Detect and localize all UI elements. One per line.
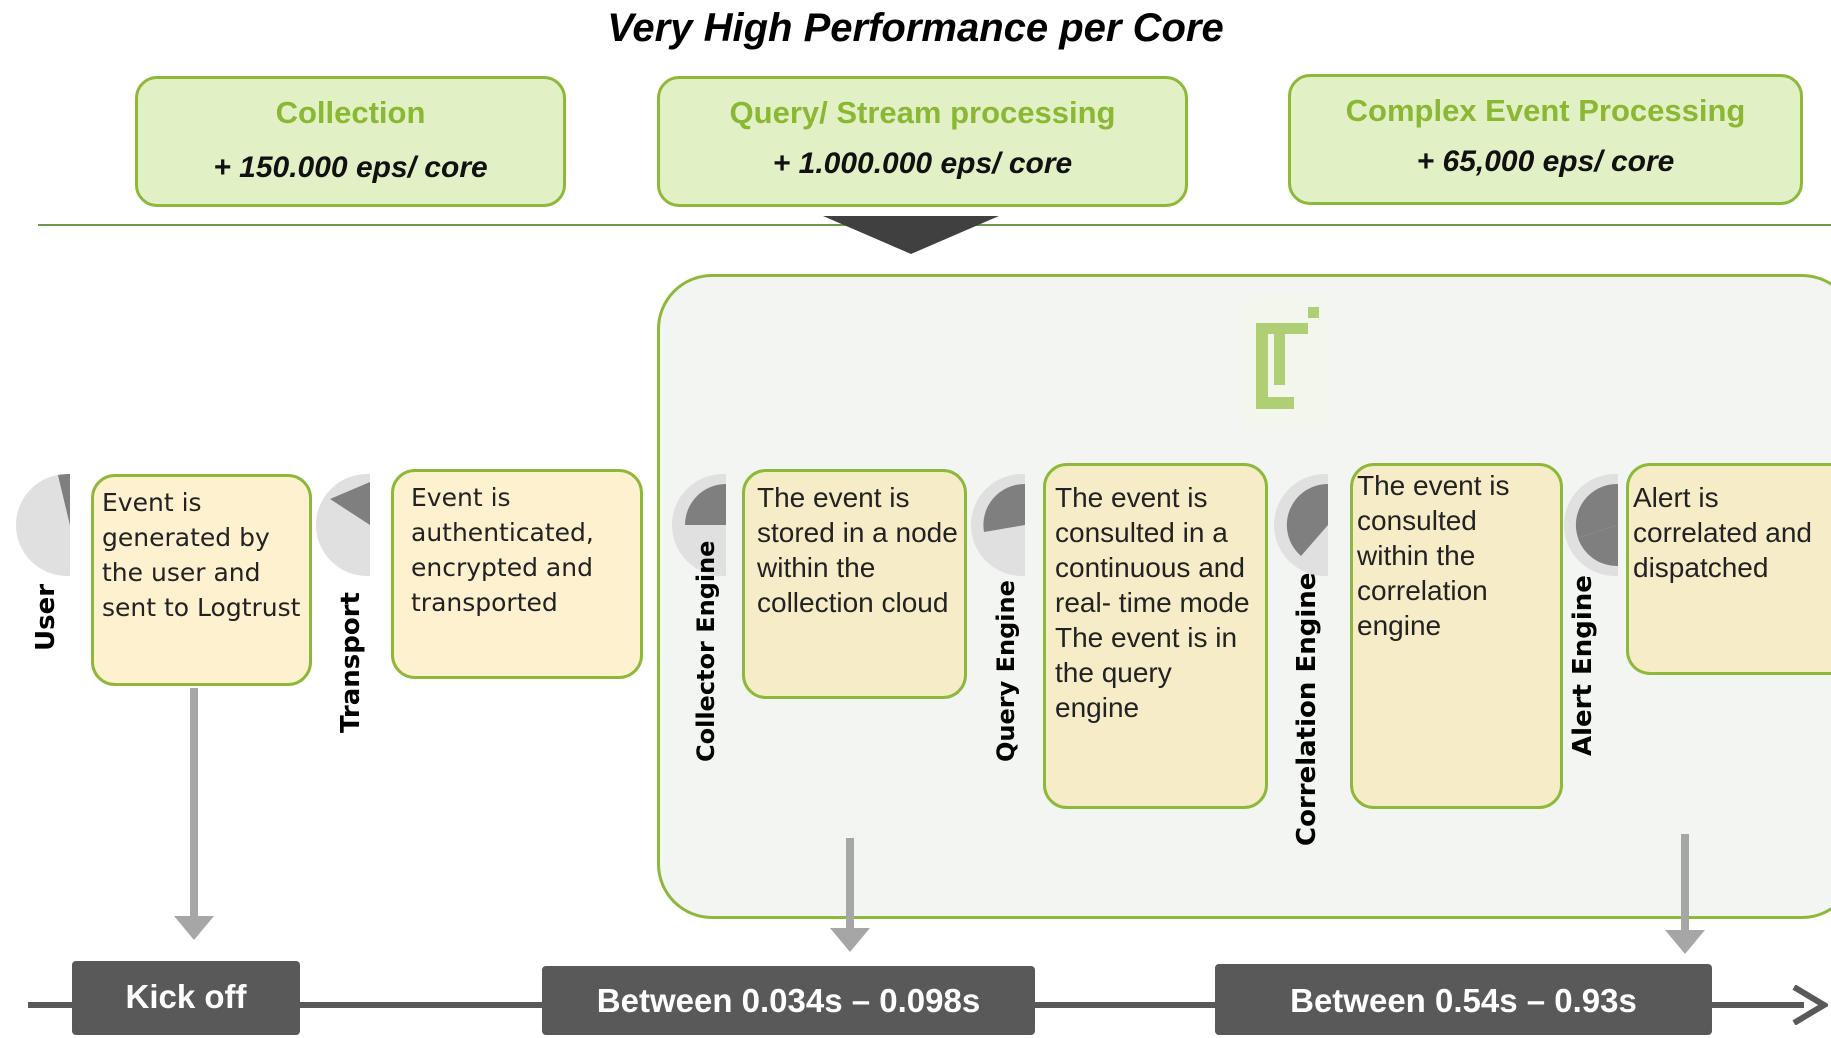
down-arrow-icon [830, 928, 870, 952]
stage-box-query: The event is consulted in a continuous a… [1043, 463, 1268, 809]
timeline-kickoff: Kick off [72, 961, 300, 1035]
timeline-segment [28, 1002, 72, 1008]
phase-rate: + 65,000 eps/ core [1416, 145, 1675, 178]
phase-rate: + 150.000 eps/ core [213, 151, 488, 184]
phase-box-query: Query/ Stream processing + 1.000.000 eps… [657, 76, 1188, 207]
timeline-query-latency: Between 0.034s – 0.098s [542, 966, 1035, 1035]
phase-rate: + 1.000.000 eps/ core [772, 147, 1073, 180]
stage-box-user: Event is generated by the user and sent … [91, 474, 312, 686]
stage-label-transport: Transport [336, 592, 366, 733]
stage-text: The event is consulted within the correl… [1357, 470, 1510, 641]
phase-name: Complex Event Processing [1345, 93, 1746, 128]
stage-text: Event is generated by the user and sent … [102, 488, 301, 622]
timeline-segment [1712, 1002, 1804, 1008]
arrow-shaft [1681, 834, 1689, 932]
phase-box-collection: Collection + 150.000 eps/ core [135, 76, 566, 207]
arrow-shaft [190, 688, 198, 918]
timeline-cep-latency: Between 0.54s – 0.93s [1215, 964, 1712, 1035]
phase-name: Query/ Stream processing [729, 95, 1116, 130]
timeline-segment [300, 1002, 542, 1008]
down-chevron-icon [823, 216, 999, 254]
timeline-arrowhead-icon [1792, 985, 1828, 1025]
progress-pie-icon [316, 474, 370, 576]
phase-box-cep: Complex Event Processing + 65,000 eps/ c… [1288, 74, 1803, 205]
phase-name: Collection [275, 95, 426, 130]
stage-text: The event is consulted in a continuous a… [1055, 482, 1250, 723]
down-arrow-icon [1665, 930, 1705, 954]
progress-pie-icon [16, 474, 70, 576]
logtrust-logo-icon [1244, 297, 1328, 427]
down-arrow-icon [174, 916, 214, 940]
stage-box-correlation: The event is consulted within the correl… [1350, 463, 1563, 809]
stage-text: The event is stored in a node within the… [757, 482, 958, 618]
stage-text: Event is authenticated, encrypted and tr… [411, 483, 594, 617]
stage-label-alert-engine: Alert Engine [1568, 575, 1598, 756]
page-title: Very High Performance per Core [607, 6, 1224, 50]
stage-text: Alert is correlated and dispatched [1633, 482, 1813, 583]
stage-label-correlation-engine: Correlation Engine [1292, 572, 1322, 846]
arrow-shaft [846, 838, 854, 930]
stage-label-user: User [31, 583, 61, 651]
stage-label-query-engine: Query Engine [992, 580, 1020, 762]
stage-box-alert: Alert is correlated and dispatched [1626, 463, 1831, 675]
stage-box-collector: The event is stored in a node within the… [742, 469, 967, 699]
stage-label-collector-engine: Collector Engine [692, 540, 720, 762]
timeline-segment [1035, 1002, 1215, 1008]
stage-box-transport: Event is authenticated, encrypted and tr… [391, 469, 643, 679]
